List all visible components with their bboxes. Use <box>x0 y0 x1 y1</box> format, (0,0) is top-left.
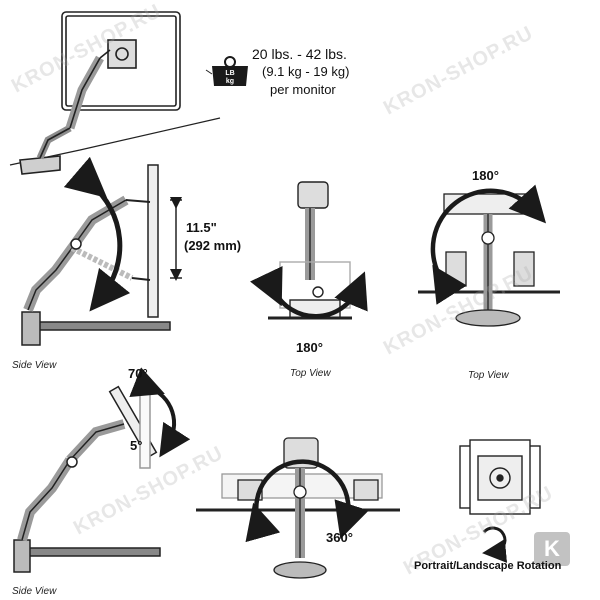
weight-per-monitor: per monitor <box>270 82 336 97</box>
swivel-angle-label: 180° <box>296 340 323 355</box>
top-view-360 <box>196 437 400 579</box>
side-view-tilt <box>13 385 161 573</box>
caption-top-view-1: Top View <box>290 368 331 379</box>
height-mm: (292 mm) <box>184 238 242 253</box>
tilt-down-label: 5° <box>130 438 143 453</box>
rotation-icon <box>482 526 508 563</box>
height-curved-arrow <box>63 156 131 312</box>
weight-icon: LB kg <box>205 56 248 86</box>
weight-range-lbs: 20 lbs. - 42 lbs. <box>252 46 347 62</box>
tilt-up-label: 70° <box>128 366 148 381</box>
svg-text:kg: kg <box>226 78 234 85</box>
rotation-360-arrow <box>245 459 369 543</box>
caption-side-view-2: Side View <box>12 586 57 597</box>
shop-logo-letter: K <box>544 536 560 561</box>
swivel-curved-arrow <box>250 266 368 319</box>
caption-top-view-2: Top View <box>468 370 509 381</box>
shop-logo <box>534 532 570 566</box>
weight-range-kg: (9.1 kg - 19 kg) <box>262 64 350 79</box>
svg-text:LB: LB <box>225 70 234 77</box>
hero-monitor-arm <box>9 11 221 175</box>
rotate-curved-arrow <box>430 184 547 305</box>
caption-side-view-1: Side View <box>12 360 57 371</box>
tilt-curved-arrow <box>129 367 191 458</box>
height-inches: 11.5" <box>186 220 217 235</box>
caption-portrait-landscape: Portrait/Landscape Rotation <box>414 560 562 572</box>
portrait-landscape-diagram <box>459 439 541 515</box>
rotate-angle-label: 180° <box>472 168 499 183</box>
rotation-360-label: 360° <box>326 530 353 545</box>
